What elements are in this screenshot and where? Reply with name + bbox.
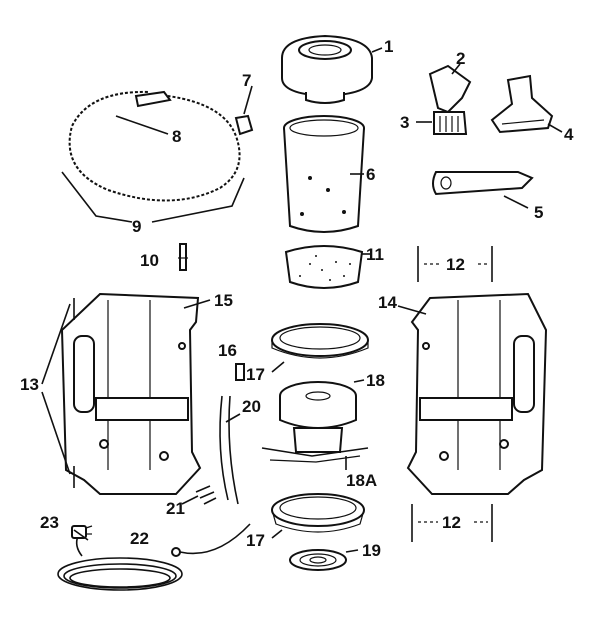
motor-bracket: [261, 447, 369, 470]
right-housing: [397, 292, 548, 495]
hose-assembly: [61, 85, 254, 223]
screws-top: [417, 246, 493, 282]
callout-8: 8: [172, 127, 181, 146]
callout-17-upper: 17: [246, 365, 265, 384]
callout-13: 13: [20, 375, 39, 394]
callout-12-bottom: 12: [442, 513, 461, 532]
callout-15: 15: [214, 291, 233, 310]
gasket-ring-upper: [271, 323, 369, 373]
callout-3: 3: [400, 113, 409, 132]
lid-cover: [281, 34, 383, 104]
callout-18a: 18A: [346, 471, 377, 490]
callout-16: 16: [218, 341, 237, 360]
clip: [178, 243, 188, 271]
callout-21: 21: [166, 499, 185, 518]
screws-left: [41, 298, 75, 488]
switch: [235, 363, 245, 381]
callout-6: 6: [366, 165, 375, 184]
callout-12-top: 12: [446, 255, 465, 274]
wire-harness: [219, 395, 241, 505]
power-cord: [57, 523, 251, 591]
callout-20: 20: [242, 397, 261, 416]
filter-disc: [289, 549, 359, 571]
callout-11: 11: [366, 245, 384, 264]
callout-5: 5: [534, 203, 543, 222]
callout-7: 7: [242, 71, 251, 90]
foam-filter: [284, 245, 372, 289]
screws-bottom: [411, 504, 493, 542]
motor: [279, 379, 365, 453]
callout-4: 4: [564, 125, 574, 144]
callout-9: 9: [132, 217, 141, 236]
callout-10: 10: [140, 251, 159, 270]
callout-19: 19: [362, 541, 381, 560]
callout-17-lower: 17: [246, 531, 265, 550]
callout-1: 1: [384, 37, 393, 56]
dust-canister: [283, 115, 365, 233]
callout-14: 14: [378, 293, 397, 312]
terminals: [181, 485, 217, 505]
upholstery-nozzle: [490, 74, 563, 134]
crevice-tool: [432, 171, 534, 209]
callout-18: 18: [366, 371, 385, 390]
gasket-ring-lower: [271, 493, 365, 539]
dusting-brush: [416, 63, 472, 135]
callout-23: 23: [40, 513, 59, 532]
left-housing: [60, 292, 211, 495]
callout-2: 2: [456, 49, 465, 68]
callout-22: 22: [130, 529, 149, 548]
